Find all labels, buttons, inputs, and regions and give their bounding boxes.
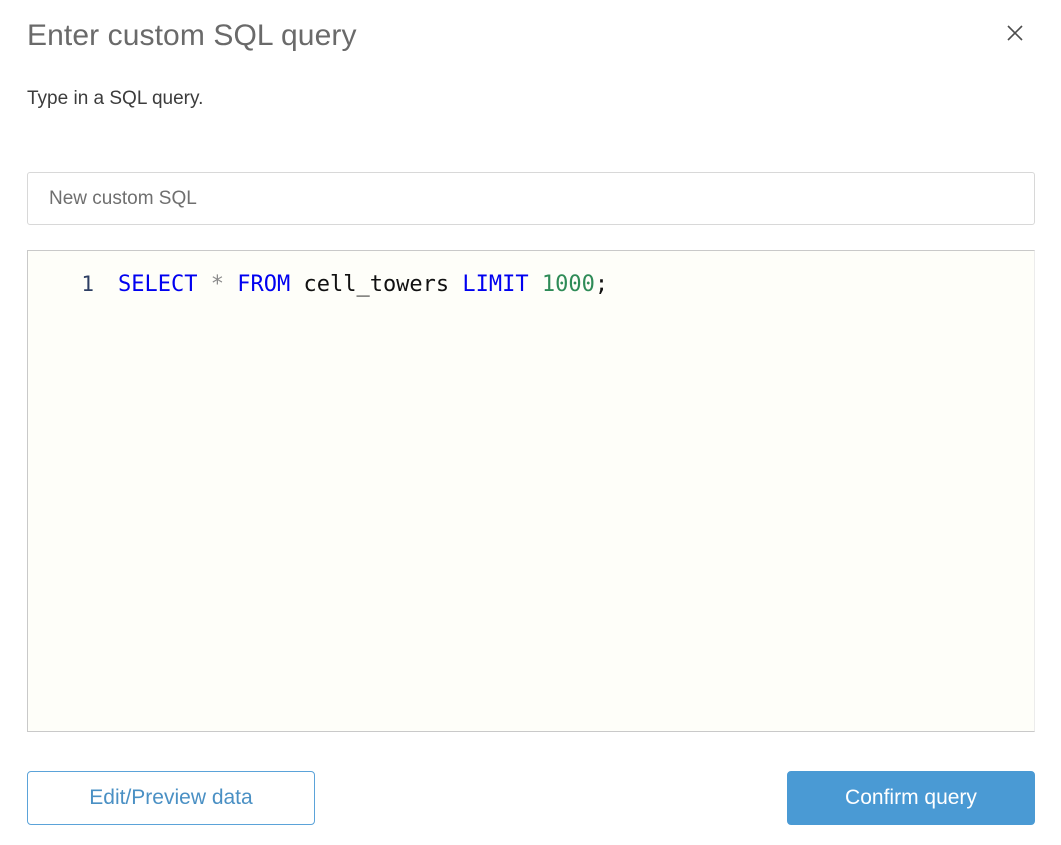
token-table-name: cell_towers bbox=[303, 272, 450, 297]
token-from: FROM bbox=[237, 272, 291, 297]
confirm-query-button[interactable]: Confirm query bbox=[787, 771, 1035, 825]
token-limit-value: 1000 bbox=[541, 272, 595, 297]
edit-preview-data-button[interactable]: Edit/Preview data bbox=[27, 771, 315, 825]
query-name-input[interactable] bbox=[27, 172, 1035, 225]
sql-code-editor[interactable]: 1 SELECT * FROM cell_towers LIMIT 1000; bbox=[27, 250, 1035, 732]
page-title: Enter custom SQL query bbox=[27, 19, 357, 52]
code-line-row: 1 SELECT * FROM cell_towers LIMIT 1000; bbox=[28, 251, 1034, 301]
token-limit: LIMIT bbox=[462, 272, 529, 297]
token-space-1 bbox=[197, 272, 210, 297]
token-space-5 bbox=[529, 272, 542, 297]
line-number: 1 bbox=[81, 272, 94, 296]
token-space-3 bbox=[290, 272, 303, 297]
token-space-4 bbox=[449, 272, 462, 297]
close-icon[interactable] bbox=[1002, 20, 1028, 46]
token-semicolon: ; bbox=[594, 272, 609, 297]
dialog-subtitle: Type in a SQL query. bbox=[27, 88, 204, 109]
token-star: * bbox=[210, 272, 224, 297]
sql-code-line: SELECT * FROM cell_towers LIMIT 1000; bbox=[94, 268, 608, 302]
token-select: SELECT bbox=[118, 272, 198, 297]
token-space-2 bbox=[224, 272, 237, 297]
